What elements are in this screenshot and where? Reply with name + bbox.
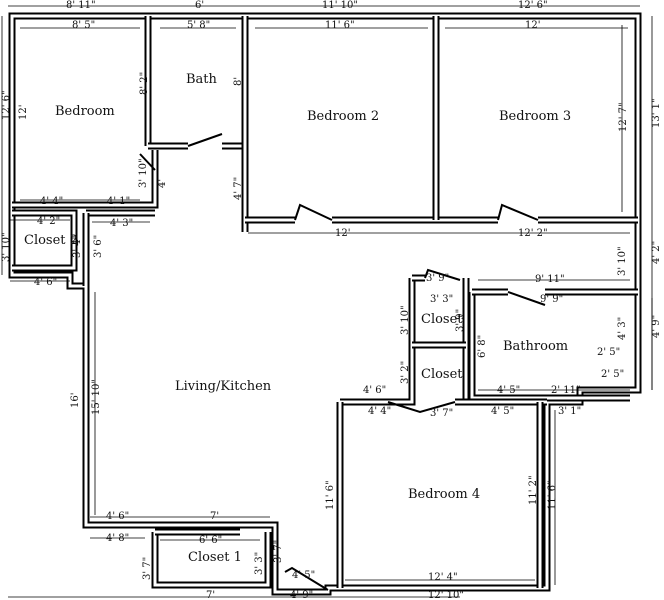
dim-label: 4' 6"	[363, 385, 386, 396]
dim-label: 4' 7"	[233, 177, 244, 200]
room-bathroom: Bathroom	[503, 339, 568, 354]
room-closet-lower: Closet	[421, 367, 463, 382]
dim-label: 8' 5"	[72, 20, 95, 31]
dim-label: 3' 10"	[138, 158, 149, 188]
room-labels: Bedroom Bath Bedroom 2 Bedroom 3 Closet …	[24, 72, 571, 565]
room-closet1: Closet 1	[188, 550, 242, 565]
dim-label: 12'	[525, 20, 540, 31]
dim-label: 12' 2"	[518, 228, 548, 239]
dim-label: 12' 6"	[518, 0, 548, 11]
dim-label: 4' 3"	[110, 218, 133, 229]
dim-label: 3' 2"	[400, 361, 411, 384]
door-bath	[187, 133, 223, 147]
dim-label: 12' 7"	[618, 102, 629, 132]
room-bath: Bath	[186, 72, 218, 87]
dim-label: 9' 11"	[535, 274, 565, 285]
dim-label: 3' 7"	[142, 557, 153, 580]
room-closet2: Closet 2	[24, 233, 78, 248]
door-bedroom2	[294, 203, 333, 221]
dim-label: 15' 10"	[91, 379, 102, 415]
dim-label: 12'	[18, 105, 29, 120]
dim-label: 3' 10"	[617, 246, 628, 276]
dim-label: 11' 6"	[325, 480, 336, 510]
room-bedroom: Bedroom	[55, 104, 115, 119]
door-bedroom3	[497, 203, 539, 221]
dim-label: 4' 2"	[37, 216, 60, 227]
dimension-lines	[1, 5, 653, 598]
dim-label: 4' 2"	[651, 241, 662, 264]
dim-label: 4' 4"	[40, 196, 63, 207]
dim-label: 3' 7"	[430, 408, 453, 419]
dim-label: 9' 9"	[540, 294, 563, 305]
room-bedroom2: Bedroom 2	[307, 109, 379, 124]
dim-label: 4' 9"	[651, 315, 662, 338]
dim-label: 4' 5"	[497, 385, 520, 396]
dim-label: 12' 10"	[428, 590, 464, 600]
dim-label: 3' 1"	[558, 406, 581, 417]
dim-label: 2' 5"	[597, 347, 620, 358]
dim-label: 2' 11"	[551, 385, 581, 396]
dim-label: 3' 9"	[426, 273, 449, 284]
dim-label: 4' 1"	[107, 196, 130, 207]
dim-label: 7'	[206, 590, 215, 600]
dim-label: 12' 4"	[428, 572, 458, 583]
dim-label: 3' 7"	[273, 540, 284, 563]
dim-label: 12'	[335, 228, 350, 239]
dim-label: 3' 3"	[430, 294, 453, 305]
dim-label: 4' 6"	[106, 511, 129, 522]
dim-label: 11' 6"	[547, 480, 558, 510]
dim-label: 12' 6"	[1, 90, 12, 120]
dim-label: 4'	[157, 179, 168, 188]
dim-label: 4' 5"	[292, 570, 315, 581]
doors	[139, 133, 546, 591]
dim-label: 13' 1"	[651, 98, 662, 128]
room-living-kitchen: Living/Kitchen	[175, 379, 272, 394]
dim-label: 6'	[195, 0, 204, 11]
dim-label: 4' 9"	[290, 590, 313, 600]
room-bedroom3: Bedroom 3	[499, 109, 571, 124]
dim-label: 3' 9"	[455, 309, 466, 332]
dim-label: 4' 4"	[368, 406, 391, 417]
dim-label: 3' 10"	[1, 232, 12, 262]
dim-label: 6' 8"	[477, 335, 488, 358]
door-front	[284, 566, 329, 591]
dim-label: 11' 2"	[528, 475, 539, 505]
dim-label: 8' 11"	[66, 0, 96, 11]
dim-label: 4' 3"	[617, 317, 628, 340]
dim-label: 3' 4"	[72, 235, 83, 258]
dim-label: 7'	[210, 511, 219, 522]
door-bedroom	[139, 153, 156, 171]
dim-label: 11' 6"	[325, 20, 355, 31]
walls	[8, 12, 642, 596]
door-closet	[424, 268, 461, 281]
dim-label: 3' 6"	[93, 235, 104, 258]
dim-label: 16'	[70, 393, 81, 408]
room-bedroom4: Bedroom 4	[408, 487, 480, 502]
dim-label: 6' 6"	[199, 535, 222, 546]
dim-label: 11' 10"	[322, 0, 358, 11]
dim-label: 2' 5"	[601, 369, 624, 380]
room-closet-upper: Closet	[421, 312, 463, 327]
dim-label: 3' 3"	[254, 552, 265, 575]
dim-label: 4' 8"	[106, 533, 129, 544]
door-bedroom4	[387, 401, 456, 414]
dim-label: 5' 8"	[187, 20, 210, 31]
dim-label: 4' 6"	[34, 277, 57, 288]
dim-label: 3' 10"	[400, 305, 411, 335]
door-bathroom	[507, 291, 546, 306]
dim-label: 4' 5"	[491, 406, 514, 417]
dim-label: 8' 2"	[139, 72, 150, 95]
dim-label: 8'	[233, 77, 244, 86]
